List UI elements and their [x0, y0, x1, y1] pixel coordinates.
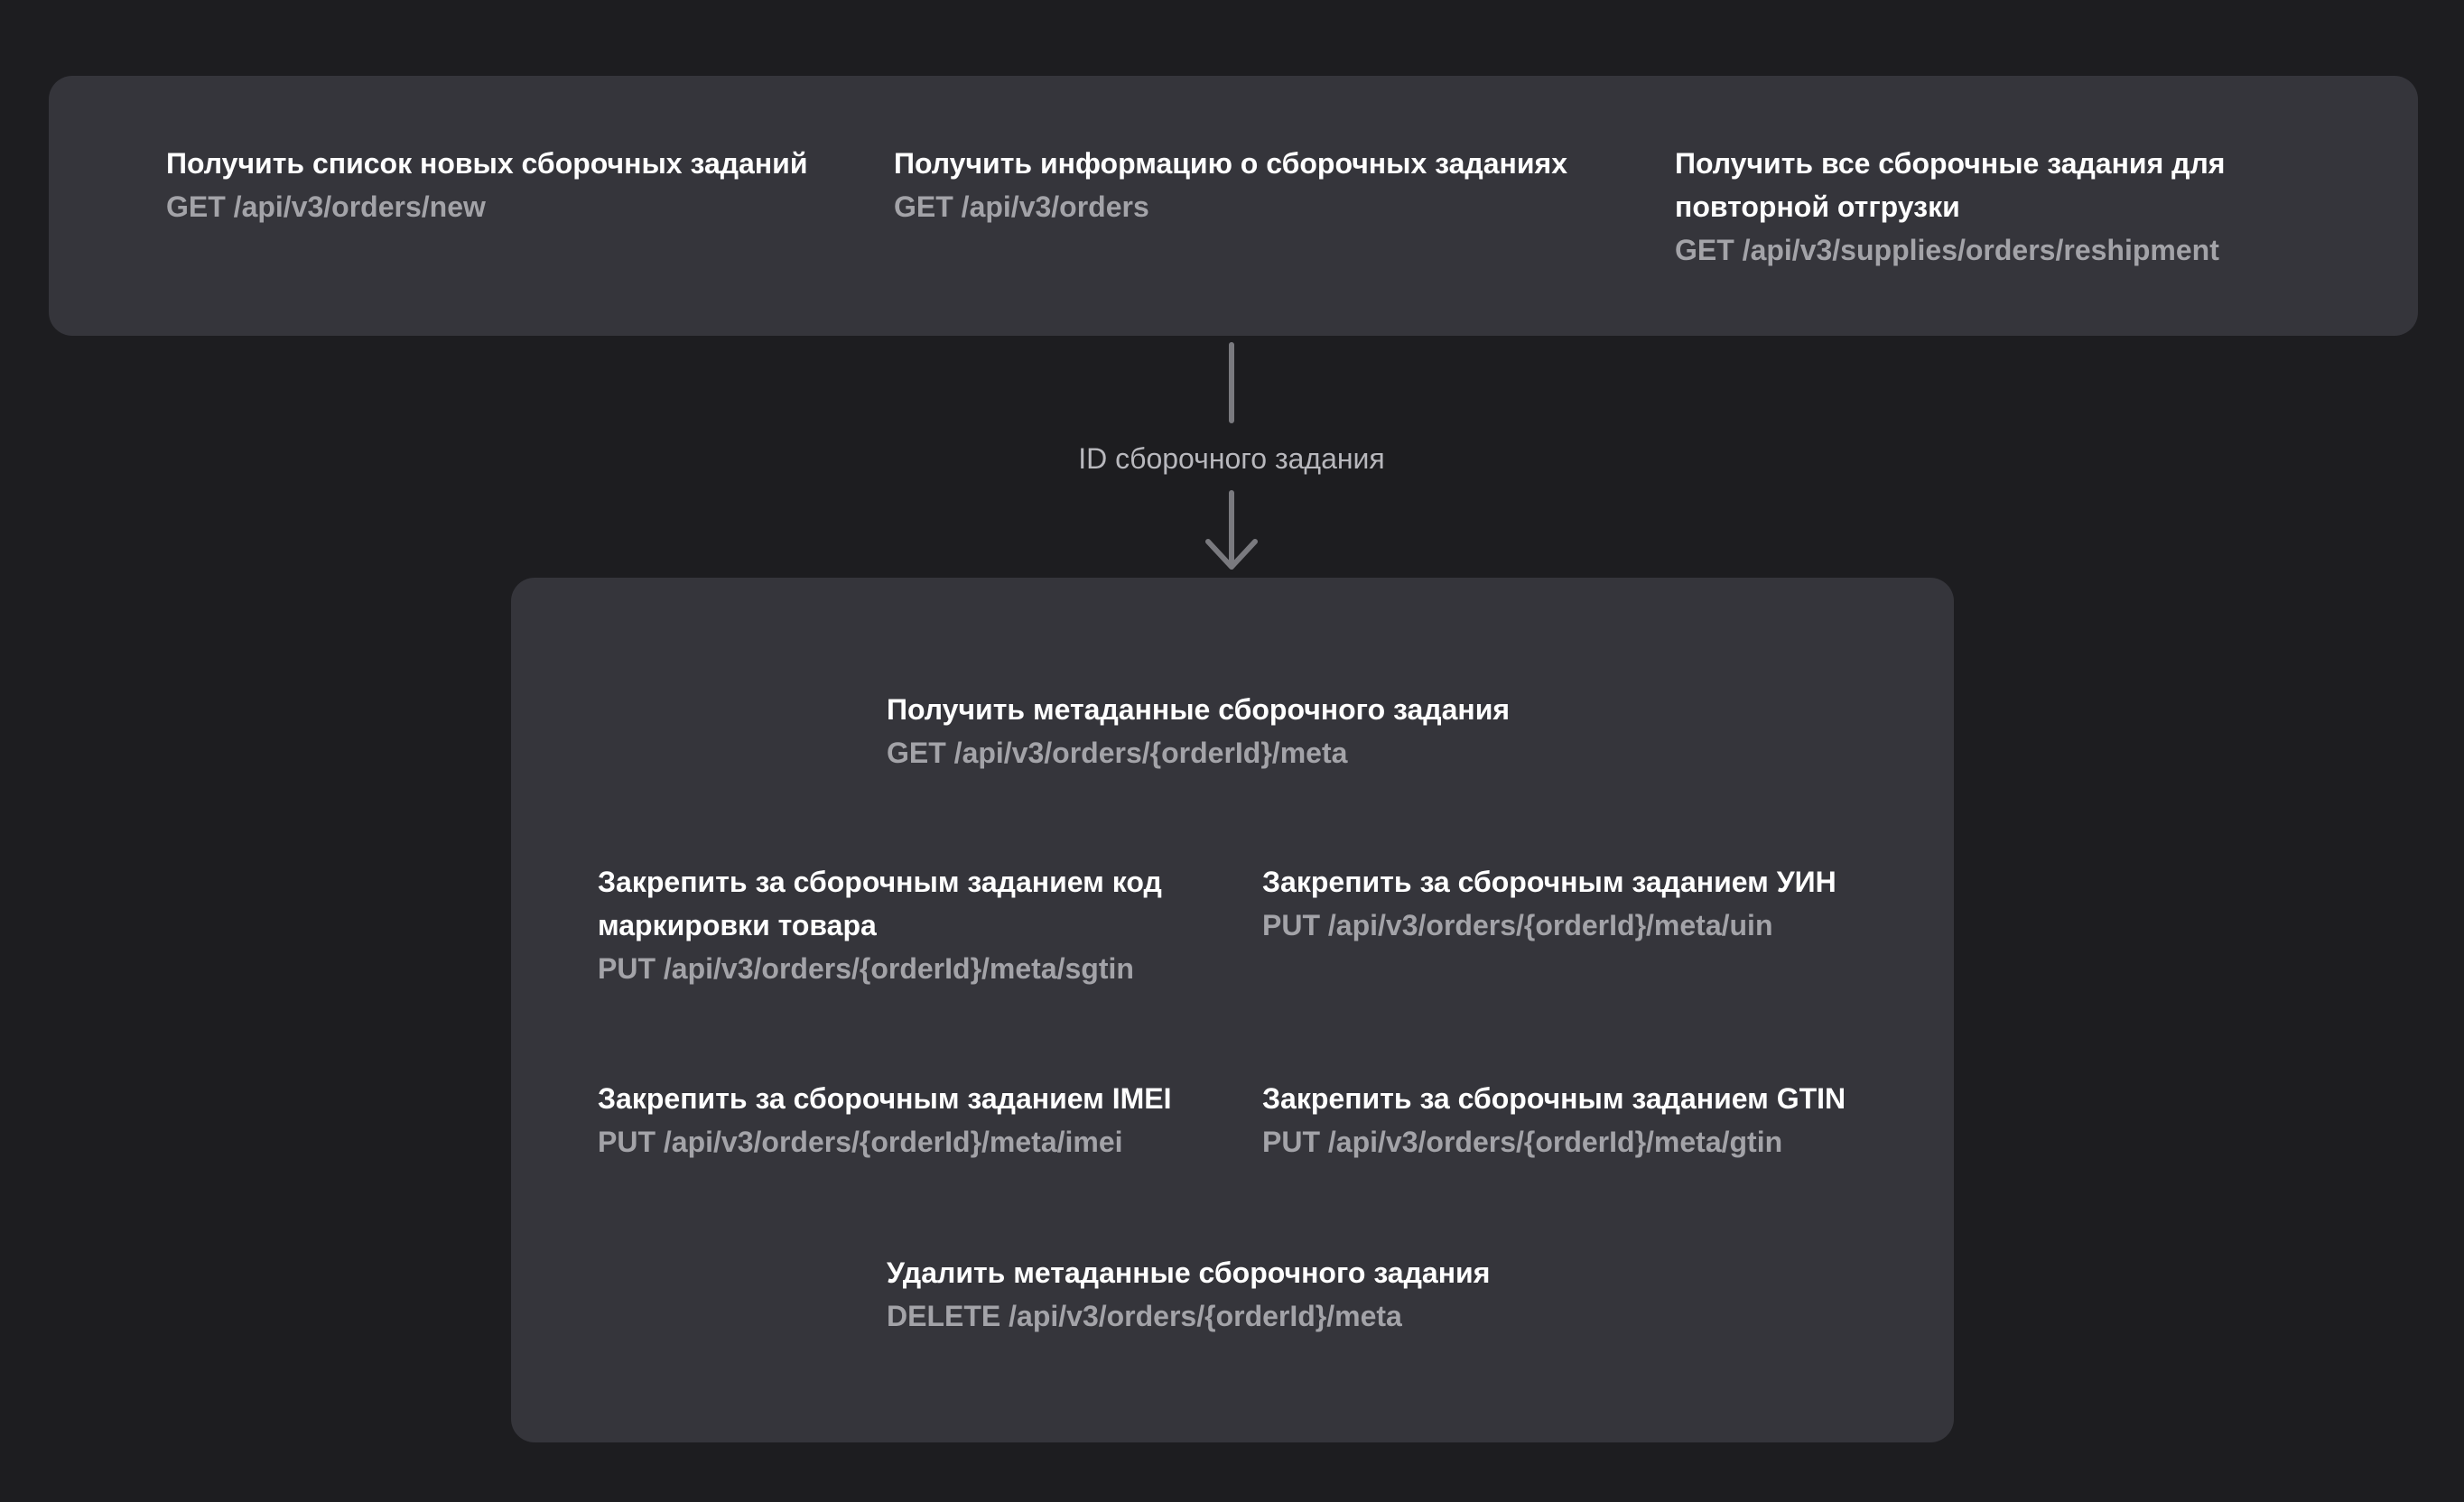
endpoint-orders-reshipment: Получить все сборочные задания для повто…	[1675, 142, 2298, 272]
endpoint-label: Удалить метаданные сборочного задания	[887, 1256, 1491, 1289]
connector-label: ID сборочного задания	[1078, 442, 1385, 475]
endpoint-orders-new: Получить список новых сборочных заданий …	[166, 142, 852, 228]
endpoint-label: Получить список новых сборочных заданий	[166, 147, 808, 180]
source-endpoints-panel	[49, 76, 2418, 336]
endpoint-label: Получить метаданные сборочного задания	[887, 693, 1511, 726]
endpoint-label: Закрепить за сборочным заданием УИН	[1262, 866, 1836, 898]
endpoint-label: Закрепить за сборочным заданием GTIN	[1262, 1082, 1846, 1115]
endpoint-label: Закрепить за сборочным заданием код марк…	[598, 866, 1162, 941]
endpoint-path: PUT /api/v3/orders/{orderId}/meta/sgtin	[598, 952, 1134, 985]
endpoint-path: GET /api/v3/orders	[894, 190, 1149, 223]
endpoint-meta-imei: Закрепить за сборочным заданием IMEI PUT…	[598, 1077, 1230, 1164]
endpoint-meta-sgtin: Закрепить за сборочным заданием код марк…	[598, 860, 1212, 990]
endpoint-meta-uin: Закрепить за сборочным заданием УИН PUT …	[1262, 860, 1912, 947]
endpoint-path: GET /api/v3/orders/{orderId}/meta	[887, 737, 1348, 769]
endpoint-path: PUT /api/v3/orders/{orderId}/meta/imei	[598, 1126, 1123, 1158]
endpoint-path: PUT /api/v3/orders/{orderId}/meta/gtin	[1262, 1126, 1783, 1158]
endpoint-label: Закрепить за сборочным заданием IMEI	[598, 1082, 1172, 1115]
endpoint-label: Получить информацию о сборочных заданиях	[894, 147, 1567, 180]
endpoint-get-meta: Получить метаданные сборочного задания G…	[887, 688, 1627, 774]
endpoint-meta-gtin: Закрепить за сборочным заданием GTIN PUT…	[1262, 1077, 1912, 1164]
endpoint-path: GET /api/v3/supplies/orders/reshipment	[1675, 234, 2219, 266]
endpoint-orders-info: Получить информацию о сборочных заданиях…	[894, 142, 1616, 228]
arrow-down-icon	[1205, 539, 1258, 570]
endpoint-path: DELETE /api/v3/orders/{orderId}/meta	[887, 1300, 1402, 1332]
endpoint-path: GET /api/v3/orders/new	[166, 190, 486, 223]
connector-arrow	[1205, 342, 1258, 570]
endpoint-path: PUT /api/v3/orders/{orderId}/meta/uin	[1262, 909, 1773, 941]
endpoint-delete-meta: Удалить метаданные сборочного задания DE…	[887, 1251, 1627, 1338]
endpoint-label: Получить все сборочные задания для повто…	[1675, 147, 2226, 223]
meta-endpoints-panel	[511, 578, 1954, 1442]
